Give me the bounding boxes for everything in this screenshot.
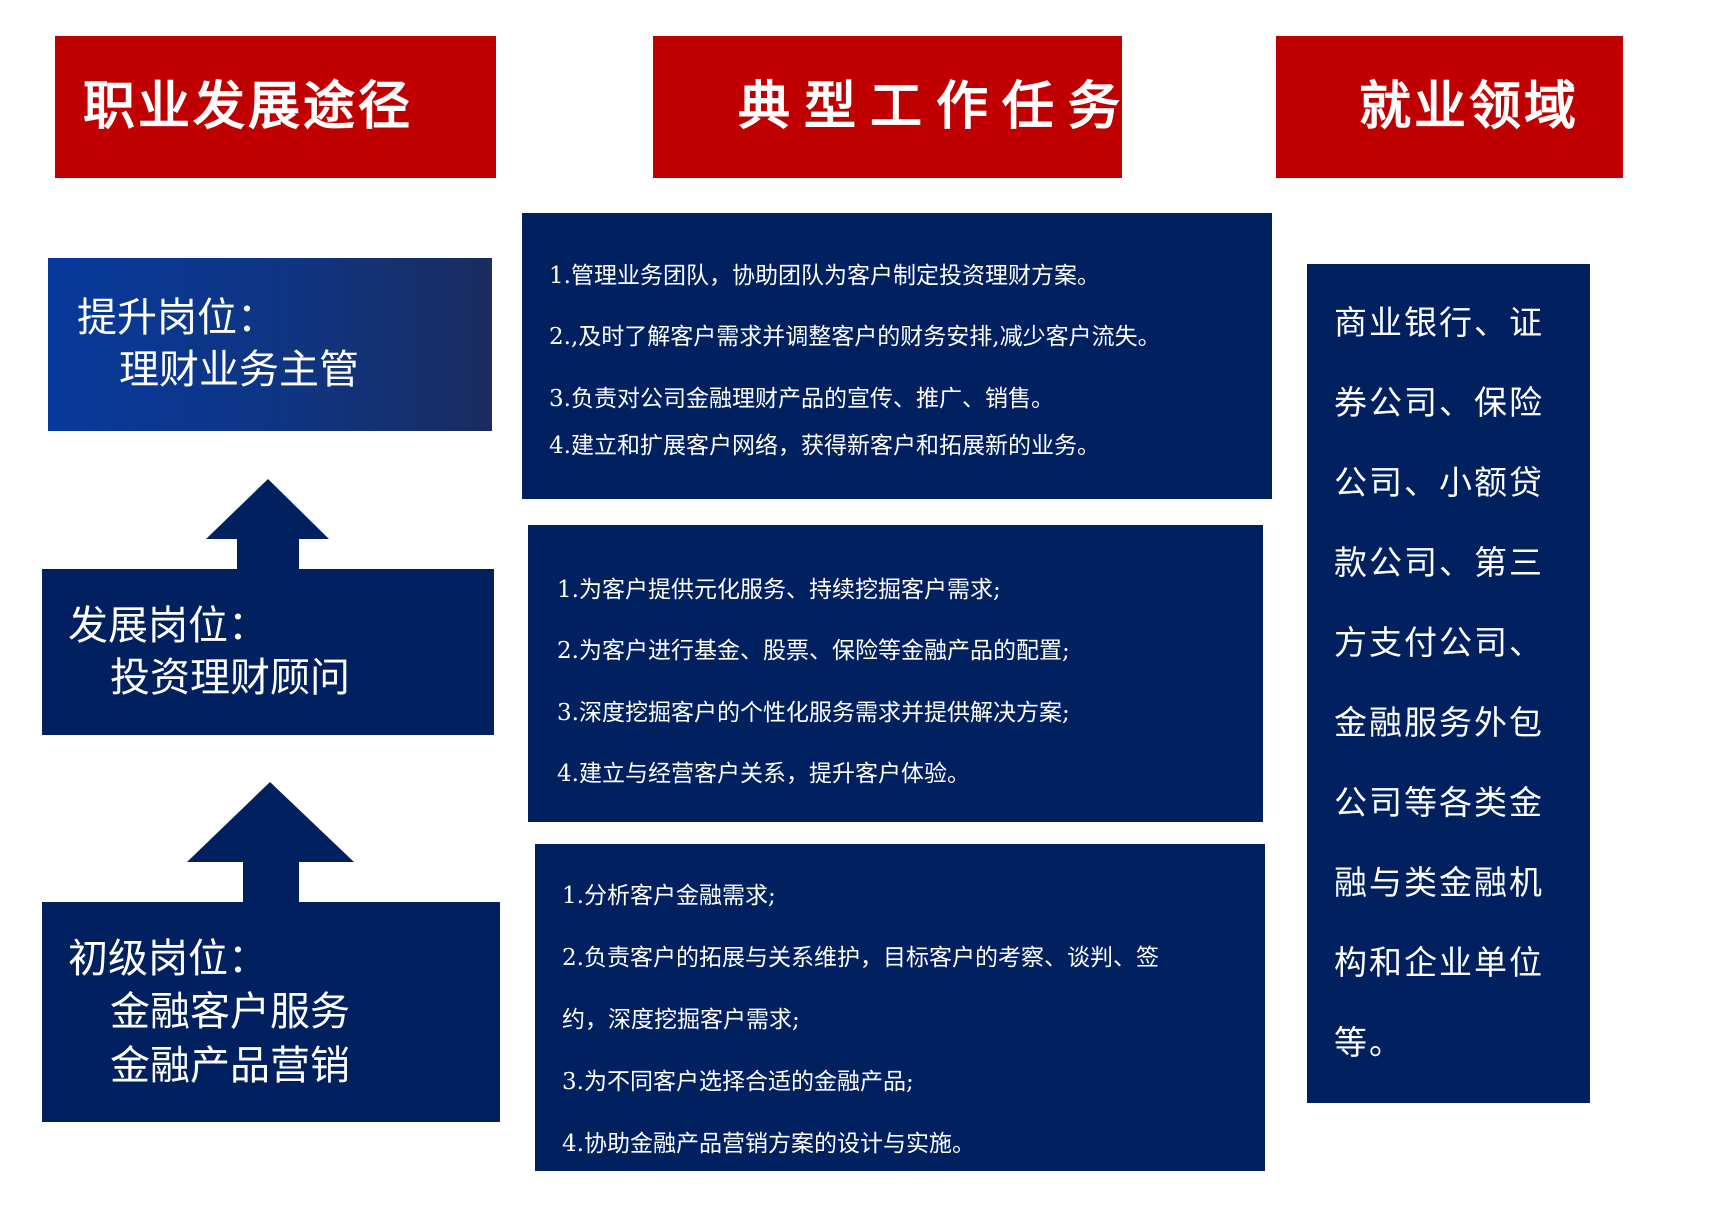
career-title: 发展岗位： [68, 603, 268, 649]
employment-line: 公司、小额贷 [1334, 463, 1544, 502]
tasks-box-advanced: 1.管理业务团队，协助团队为客户制定投资理财方案。 2.,及时了解客户需求并调整… [522, 213, 1272, 499]
up-arrow-icon [187, 782, 354, 905]
career-box-development: 发展岗位： 投资理财顾问 [42, 569, 494, 735]
task-item: 1.为客户提供元化服务、持续挖掘客户需求; [557, 577, 1001, 603]
header-typical-tasks: 典型工作任务 [653, 36, 1122, 178]
header-career-path: 职业发展途径 [55, 36, 496, 178]
task-item: 2.为客户进行基金、股票、保险等金融产品的配置; [557, 638, 1070, 664]
task-item: 1.管理业务团队，协助团队为客户制定投资理财方案。 [549, 263, 1100, 289]
task-item: 3.深度挖掘客户的个性化服务需求并提供解决方案; [557, 700, 1070, 726]
career-role: 金融客户服务 [110, 989, 350, 1035]
header-career-path-label: 职业发展途径 [83, 76, 414, 137]
up-arrow-icon [206, 479, 329, 572]
tasks-box-development: 1.为客户提供元化服务、持续挖掘客户需求; 2.为客户进行基金、股票、保险等金融… [528, 525, 1263, 822]
task-item: 1.分析客户金融需求; [562, 883, 776, 909]
employment-box: 商业银行、证 券公司、保险 公司、小额贷 款公司、第三 方支付公司、 金融服务外… [1307, 264, 1590, 1103]
employment-line: 构和企业单位 [1334, 943, 1544, 982]
employment-line: 融与类金融机 [1334, 863, 1544, 902]
task-item: 4.建立与经营客户关系，提升客户体验。 [557, 761, 970, 787]
career-role: 理财业务主管 [119, 347, 359, 393]
career-box-advanced: 提升岗位： 理财业务主管 [48, 258, 492, 431]
task-item: 2.,及时了解客户需求并调整客户的财务安排,减少客户流失。 [549, 324, 1161, 350]
career-role: 投资理财顾问 [110, 655, 350, 701]
header-typical-tasks-label: 典型工作任务 [738, 76, 1135, 137]
task-item: 4.协助金融产品营销方案的设计与实施。 [562, 1131, 975, 1157]
task-item: 3.为不同客户选择合适的金融产品; [562, 1069, 914, 1095]
career-title: 提升岗位： [77, 295, 277, 341]
employment-line: 公司等各类金 [1334, 783, 1544, 822]
career-role: 金融产品营销 [110, 1043, 350, 1089]
career-title: 初级岗位： [68, 936, 268, 982]
employment-line: 券公司、保险 [1334, 383, 1544, 422]
header-employment-fields-label: 就业领域 [1359, 76, 1580, 137]
employment-line: 商业银行、证 [1334, 303, 1544, 342]
career-box-entry: 初级岗位： 金融客户服务 金融产品营销 [42, 902, 500, 1122]
task-item: 4.建立和扩展客户网络，获得新客户和拓展新的业务。 [549, 433, 1100, 459]
employment-line: 等。 [1334, 1023, 1404, 1062]
employment-line: 金融服务外包 [1334, 703, 1544, 742]
header-employment-fields: 就业领域 [1276, 36, 1623, 178]
tasks-box-entry: 1.分析客户金融需求; 2.负责客户的拓展与关系维护，目标客户的考察、谈判、签 … [535, 844, 1265, 1171]
task-item: 3.负责对公司金融理财产品的宣传、推广、销售。 [549, 386, 1054, 412]
task-item: 约，深度挖掘客户需求; [562, 1007, 800, 1033]
employment-line: 款公司、第三 [1334, 543, 1544, 582]
employment-line: 方支付公司、 [1334, 623, 1544, 662]
task-item: 2.负责客户的拓展与关系维护，目标客户的考察、谈判、签 [562, 945, 1159, 971]
